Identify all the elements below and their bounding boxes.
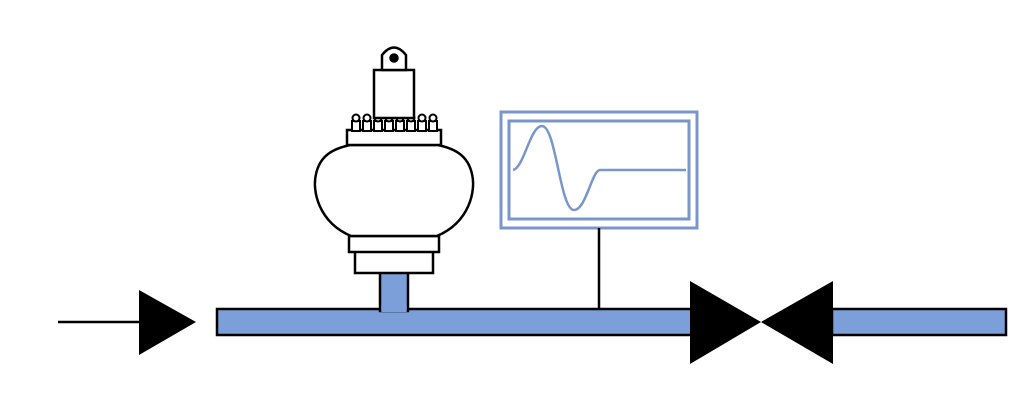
signal-monitor <box>499 110 699 310</box>
pressure-vessel-icon <box>313 46 475 275</box>
waveform-trace <box>512 124 686 212</box>
valve-icon <box>690 281 833 364</box>
flow-direction-arrow-icon <box>58 290 196 355</box>
pipe <box>215 270 1008 337</box>
